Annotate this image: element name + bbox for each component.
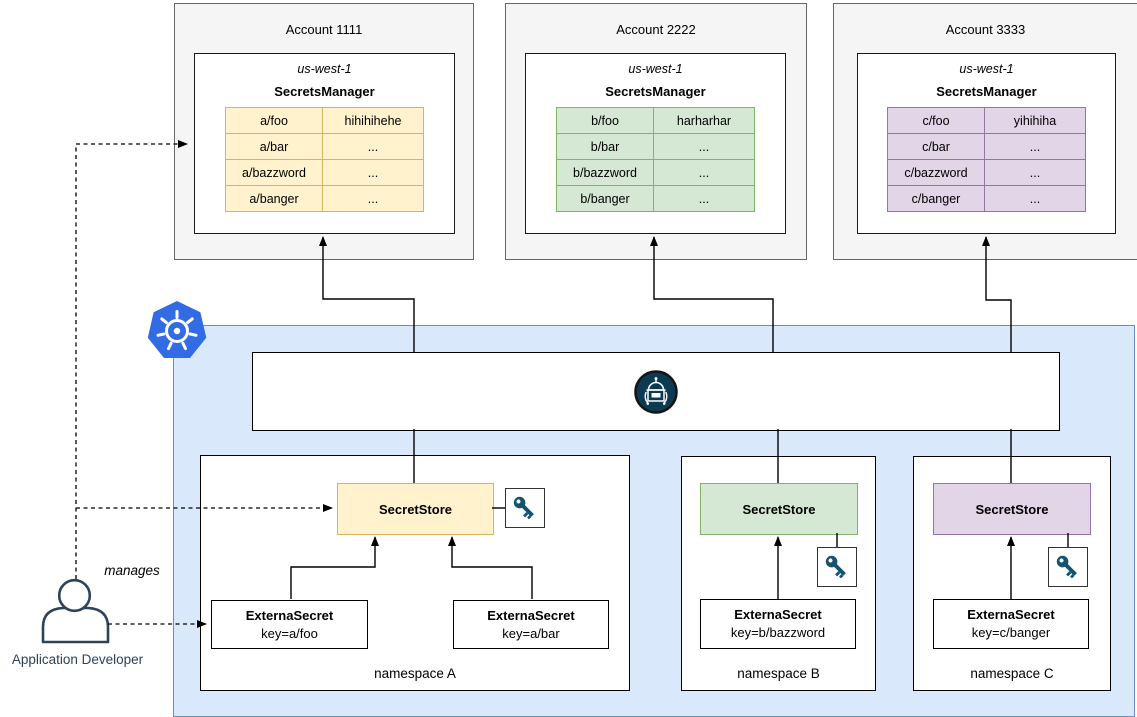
region-box: us-west-1 SecretsManager c/foo yihihiha … — [857, 53, 1116, 234]
external-secret-title: ExternaSecret — [967, 607, 1055, 622]
external-secret-key: key=b/bazzword — [730, 625, 826, 640]
table-row: a/banger ... — [225, 185, 424, 212]
external-secret-a-foo: ExternaSecret key=a/foo — [211, 600, 368, 649]
secret-name-cell: a/foo — [225, 107, 323, 134]
table-row: b/banger ... — [556, 185, 755, 212]
secret-value-cell: yihihiha — [984, 107, 1086, 134]
region-box: us-west-1 SecretsManager b/foo harharhar… — [525, 53, 786, 234]
table-row: b/bazzword ... — [556, 159, 755, 186]
secret-value-cell: ... — [653, 133, 755, 160]
secret-value-cell: ... — [653, 185, 755, 212]
account-title: Account 2222 — [616, 22, 696, 37]
secret-value-cell: ... — [653, 159, 755, 186]
secret-value-cell: ... — [322, 133, 424, 160]
secret-value-cell: ... — [984, 133, 1086, 160]
external-secret-c-banger: ExternaSecret key=c/banger — [933, 599, 1089, 649]
table-row: a/bazzword ... — [225, 159, 424, 186]
secret-store-c: SecretStore — [933, 483, 1091, 535]
secrets-table: a/foo hihihihehe a/bar ... a/bazzword ..… — [225, 107, 424, 212]
table-row: b/foo harharhar — [556, 107, 755, 134]
secret-name-cell: b/banger — [556, 185, 654, 212]
secrets-table: b/foo harharhar b/bar ... b/bazzword ...… — [556, 107, 755, 212]
namespace-label: namespace C — [970, 666, 1054, 681]
namespace-label: namespace B — [737, 666, 820, 681]
secret-store-b: SecretStore — [700, 483, 858, 535]
external-secret-key: key=a/foo — [261, 626, 318, 641]
application-developer-icon — [41, 578, 110, 644]
region-label: us-west-1 — [628, 62, 683, 76]
region-label: us-west-1 — [297, 62, 352, 76]
table-row: c/banger ... — [887, 185, 1086, 212]
account-title: Account 3333 — [945, 22, 1026, 37]
secret-store-label: SecretStore — [379, 501, 452, 517]
secret-store-label: SecretStore — [742, 501, 816, 517]
table-row: c/bazzword ... — [887, 159, 1086, 186]
external-secret-key: key=c/banger — [971, 625, 1051, 640]
secrets-table: c/foo yihihiha c/bar ... c/bazzword ... … — [887, 107, 1086, 212]
external-secret-a-bar: ExternaSecret key=a/bar — [453, 600, 609, 649]
service-label: SecretsManager — [274, 84, 375, 99]
external-secret-title: ExternaSecret — [487, 608, 575, 623]
secret-name-cell: b/bazzword — [556, 159, 654, 186]
secret-value-cell: ... — [984, 159, 1086, 186]
secret-name-cell: c/bar — [887, 133, 985, 160]
secret-value-cell: hihihihehe — [322, 107, 424, 134]
secret-value-cell: harharhar — [653, 107, 755, 134]
key-icon — [1056, 555, 1077, 579]
external-secret-title: ExternaSecret — [734, 607, 822, 622]
service-label: SecretsManager — [605, 84, 706, 99]
table-row: a/bar ... — [225, 133, 424, 160]
external-secrets-operator-bar — [252, 352, 1060, 431]
region-box: us-west-1 SecretsManager a/foo hihihiheh… — [194, 53, 455, 234]
secret-name-cell: c/foo — [887, 107, 985, 134]
secret-name-cell: c/banger — [887, 185, 985, 212]
table-row: c/foo yihihiha — [887, 107, 1086, 134]
secret-name-cell: a/bazzword — [225, 159, 323, 186]
secret-name-cell: c/bazzword — [887, 159, 985, 186]
key-box-a — [505, 488, 545, 528]
kubernetes-icon — [147, 301, 207, 358]
secret-store-a: SecretStore — [337, 483, 494, 535]
key-box-c — [1048, 547, 1088, 587]
secret-store-label: SecretStore — [975, 501, 1049, 517]
secret-name-cell: a/bar — [225, 133, 323, 160]
key-icon — [513, 496, 534, 520]
secret-value-cell: ... — [322, 185, 424, 212]
account-title: Account 1111 — [285, 22, 363, 37]
table-row: b/bar ... — [556, 133, 755, 160]
application-developer-label: Application Developer — [11, 652, 144, 667]
external-secret-key: key=a/bar — [502, 626, 560, 641]
secret-value-cell: ... — [984, 185, 1086, 212]
secret-name-cell: b/bar — [556, 133, 654, 160]
table-row: a/foo hihihihehe — [225, 107, 424, 134]
region-label: us-west-1 — [959, 62, 1014, 76]
key-icon — [825, 555, 846, 579]
external-secret-title: ExternaSecret — [245, 608, 334, 623]
secret-name-cell: a/banger — [225, 185, 323, 212]
secret-name-cell: b/foo — [556, 107, 654, 134]
table-row: c/bar ... — [887, 133, 1086, 160]
service-label: SecretsManager — [936, 84, 1037, 99]
secret-value-cell: ... — [322, 159, 424, 186]
namespace-label: namespace A — [374, 666, 456, 681]
key-box-b — [817, 547, 857, 587]
account-box-1111: Account 1111 us-west-1 SecretsManager a/… — [174, 3, 474, 260]
account-box-3333: Account 3333 us-west-1 SecretsManager c/… — [833, 3, 1137, 260]
external-secrets-operator-icon — [634, 369, 678, 414]
external-secret-b-bazzword: ExternaSecret key=b/bazzword — [700, 599, 856, 649]
account-box-2222: Account 2222 us-west-1 SecretsManager b/… — [505, 3, 807, 260]
